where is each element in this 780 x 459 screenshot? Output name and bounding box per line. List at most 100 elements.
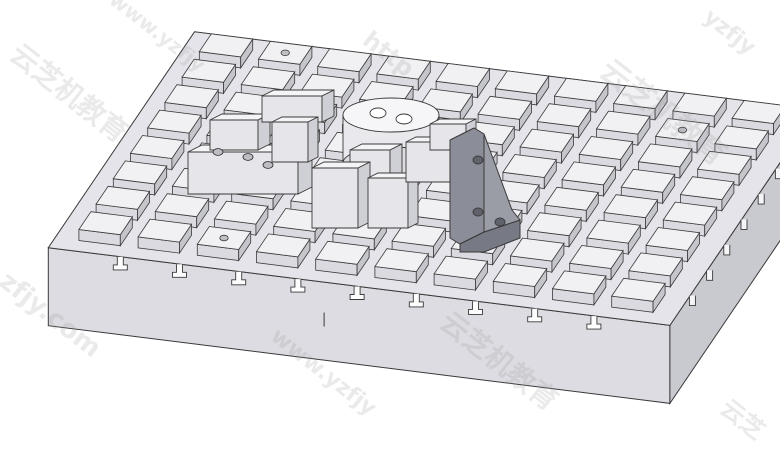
- base-side-notch: [757, 194, 765, 205]
- grid-block-top: [147, 109, 202, 134]
- grid-block-top: [374, 248, 429, 273]
- angle-bracket-upright: [449, 127, 485, 245]
- round-body-top: [342, 97, 440, 133]
- grid-block: [154, 193, 210, 230]
- grid-block: [492, 263, 548, 299]
- upper-bridge-side: [321, 89, 335, 123]
- lower-left-block-front: [311, 167, 359, 229]
- grid-block-top: [569, 245, 624, 269]
- grid-block-top: [544, 186, 599, 211]
- angle-bracket-gusset: [483, 133, 521, 233]
- grid-block-top: [112, 160, 168, 185]
- grid-block-top: [731, 100, 780, 124]
- grid-block-top: [78, 211, 133, 236]
- grid-block-top: [620, 168, 676, 193]
- grid-block-top: [129, 135, 185, 159]
- grid-block-top: [551, 270, 607, 295]
- grid-block-top: [586, 219, 641, 244]
- grid-block-top: [435, 63, 491, 87]
- base-side-notch: [688, 295, 696, 307]
- grid-block: [731, 100, 780, 136]
- angle-bracket-bolt: [472, 155, 484, 165]
- grid-block-top: [164, 84, 219, 109]
- left-clamp-block-front: [209, 119, 259, 151]
- grid-block: [433, 255, 489, 292]
- grid-block: [315, 240, 370, 277]
- base-tslot-notch: [290, 279, 306, 293]
- grid-block: [196, 226, 252, 262]
- base-side-notch: [740, 219, 748, 230]
- round-body-hole-2: [395, 113, 413, 125]
- grid-block-top: [391, 222, 447, 247]
- grid-block: [255, 233, 311, 270]
- grid-block: [129, 135, 185, 171]
- grid-block-top: [137, 218, 193, 243]
- grid-block-top: [255, 233, 311, 258]
- grid-block: [137, 218, 193, 255]
- base-tslot-notch: [172, 264, 187, 278]
- grid-block-top: [637, 143, 693, 168]
- grid-block: [78, 211, 133, 248]
- grid-block-top: [492, 263, 548, 287]
- lower-right-block-front: [367, 177, 409, 229]
- grid-block-top: [672, 92, 727, 117]
- grid-block-top: [376, 55, 431, 80]
- grid-block-top: [714, 125, 769, 150]
- grid-block-top: [662, 201, 718, 226]
- lower-right-block: [367, 172, 419, 229]
- grid-block-top: [198, 33, 254, 58]
- grid-block: [477, 95, 533, 132]
- rail-bolt: [242, 153, 254, 161]
- grid-block-top: [154, 193, 210, 218]
- grid-block: [95, 185, 151, 222]
- mid-post-front: [271, 121, 309, 163]
- rail-bolt: [262, 161, 274, 169]
- base-tslot-notch: [527, 308, 543, 323]
- mid-post: [271, 116, 319, 163]
- left-clamp-block: [209, 113, 271, 151]
- grid-block-hole: [280, 49, 290, 56]
- round-body-hole-1: [369, 107, 387, 119]
- grid-block-top: [553, 77, 609, 102]
- grid-block-top: [645, 227, 701, 251]
- mid-post-side: [307, 116, 319, 163]
- angle-bracket-bolt: [472, 207, 484, 217]
- rail-bolt: [212, 148, 224, 156]
- grid-block-top: [213, 200, 269, 225]
- grid-block: [595, 110, 651, 147]
- grid-block-hole: [219, 234, 229, 242]
- grid-block: [611, 277, 666, 314]
- grid-block-top: [611, 277, 666, 302]
- grid-block: [628, 252, 683, 289]
- grid-block-top: [697, 150, 752, 175]
- grid-block: [551, 270, 607, 307]
- base-tslot-notch: [349, 286, 365, 300]
- grid-block-top: [527, 212, 582, 237]
- base-side-notch: [706, 270, 714, 281]
- grid-block-top: [603, 194, 659, 219]
- base-side-notch: [774, 168, 780, 180]
- angle-bracket-bolt: [494, 217, 506, 227]
- grid-block-top: [477, 95, 533, 120]
- grid-block-top: [181, 58, 237, 83]
- grid-block-top: [578, 136, 634, 160]
- base-side-notch: [723, 244, 731, 256]
- grid-block-top: [315, 240, 370, 265]
- grid-block-top: [519, 128, 575, 153]
- grid-block: [544, 186, 599, 223]
- base-tslot-notch: [231, 271, 247, 286]
- grid-block-top: [679, 176, 735, 201]
- grid-block: [697, 150, 752, 187]
- grid-block-top: [613, 85, 668, 110]
- grid-block-top: [502, 154, 557, 178]
- grid-block-top: [595, 110, 651, 135]
- grid-block: [376, 55, 431, 92]
- base-tslot-notch: [112, 256, 128, 271]
- grid-block-top: [95, 185, 151, 210]
- fixture-assembly: [187, 89, 521, 253]
- lower-left-block: [311, 161, 371, 229]
- grid-block-top: [433, 255, 489, 280]
- grid-block: [374, 248, 429, 285]
- base-tslot-notch: [468, 301, 483, 315]
